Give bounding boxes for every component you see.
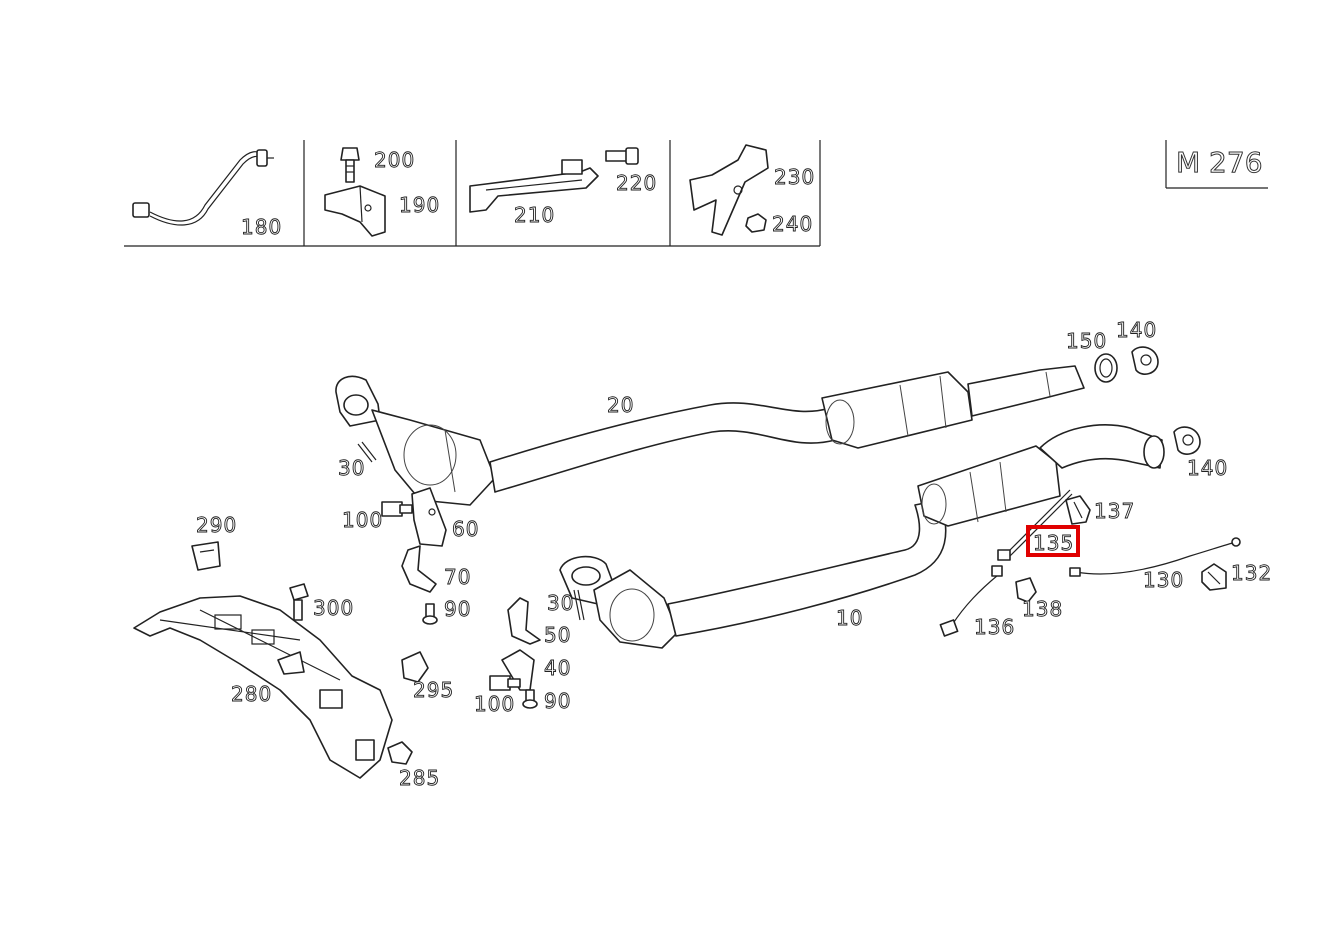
part-30-stud-upper[interactable]: [357, 441, 377, 463]
header-parts-strip: 180 200 190 210 220: [124, 140, 821, 247]
callout-190: 190: [399, 193, 440, 217]
part-285-clip[interactable]: [387, 741, 413, 765]
callout-130: 130: [1143, 568, 1184, 592]
part-295-clip[interactable]: [401, 651, 429, 683]
part-50-bracket[interactable]: [507, 597, 541, 645]
callout-100-upper: 100: [342, 508, 383, 532]
part-90-nut-upper[interactable]: [422, 603, 438, 625]
callout-70: 70: [444, 565, 471, 589]
part-10-exhaust-pipe-right[interactable]: [559, 424, 1165, 649]
callout-50: 50: [544, 623, 571, 647]
part-20-exhaust-pipe-left[interactable]: [335, 365, 1085, 506]
part-136-sensor[interactable]: [939, 565, 1003, 637]
callout-220: 220: [616, 171, 657, 195]
model-code-box: M 276: [1165, 140, 1268, 189]
part-300-bolt[interactable]: [289, 583, 309, 621]
callout-240: 240: [772, 212, 813, 236]
part-138-clip[interactable]: [1015, 577, 1037, 603]
part-137-connector[interactable]: [1065, 495, 1091, 525]
part-200-bolt[interactable]: [340, 147, 360, 183]
callout-132: 132: [1231, 561, 1272, 585]
model-code: M 276: [1176, 146, 1263, 179]
part-70-bracket[interactable]: [401, 545, 437, 593]
part-210-hanger-bar[interactable]: [469, 159, 599, 213]
callout-138: 138: [1022, 597, 1063, 621]
callout-200: 200: [374, 148, 415, 172]
part-190-bracket[interactable]: [324, 185, 386, 237]
callout-30-lower: 30: [547, 591, 574, 615]
part-140-clamp-upper[interactable]: [1131, 346, 1159, 375]
part-30-stud-lower[interactable]: [573, 589, 585, 621]
callout-90-upper: 90: [444, 597, 471, 621]
callout-60: 60: [452, 517, 479, 541]
part-60-bracket[interactable]: [411, 487, 447, 547]
callout-90-lower: 90: [544, 689, 571, 713]
part-100-bolt-lower[interactable]: [489, 675, 521, 691]
callout-300: 300: [313, 596, 354, 620]
callout-180: 180: [241, 215, 282, 239]
part-90-nut-lower[interactable]: [522, 689, 538, 709]
highlight-box-135: [1026, 525, 1080, 557]
callout-137: 137: [1094, 499, 1135, 523]
callout-135[interactable]: 135: [1033, 531, 1074, 556]
callout-295: 295: [413, 678, 454, 702]
callout-10: 10: [836, 606, 863, 630]
callout-20: 20: [607, 393, 634, 417]
callout-140-lower: 140: [1187, 456, 1228, 480]
part-290-clip[interactable]: [191, 541, 221, 571]
callout-280: 280: [231, 682, 272, 706]
callout-30-upper: 30: [338, 456, 365, 480]
part-140-clamp-lower[interactable]: [1173, 426, 1201, 455]
callout-100-lower: 100: [474, 692, 515, 716]
callout-140-upper: 140: [1116, 318, 1157, 342]
callout-150: 150: [1066, 329, 1107, 353]
part-280-heat-shield[interactable]: [133, 595, 393, 779]
part-132-connector[interactable]: [1201, 563, 1227, 591]
callout-136: 136: [974, 615, 1015, 639]
part-180-oxygen-sensor[interactable]: [132, 149, 274, 226]
part-240-nut[interactable]: [745, 213, 767, 233]
part-220-bolt[interactable]: [605, 147, 639, 165]
callout-230: 230: [774, 165, 815, 189]
callout-40: 40: [544, 656, 571, 680]
part-230-bracket[interactable]: [689, 144, 769, 236]
callout-290: 290: [196, 513, 237, 537]
part-100-bolt-upper[interactable]: [381, 501, 413, 517]
part-150-clamp[interactable]: [1094, 353, 1118, 383]
callout-285: 285: [399, 766, 440, 790]
part-130-sensor-cable[interactable]: [1069, 537, 1241, 577]
callout-210: 210: [514, 203, 555, 227]
